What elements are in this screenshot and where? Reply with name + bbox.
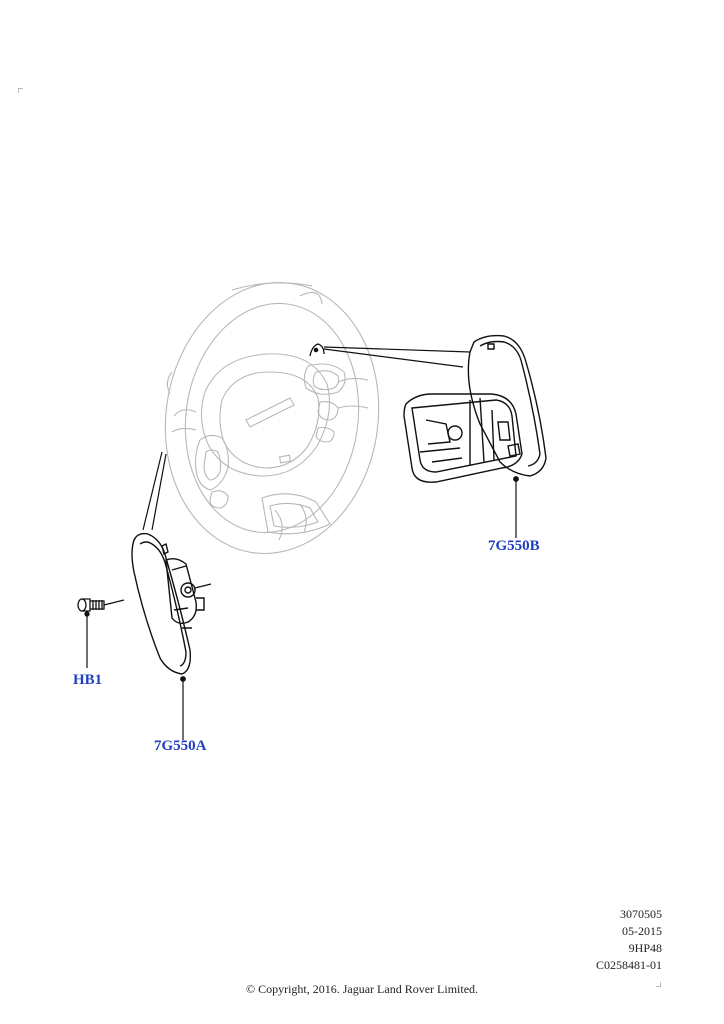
paddle-right [403,334,547,483]
callout-7g550a[interactable]: 7G550A [154,738,207,754]
metadata-line-3: 9HP48 [628,941,662,955]
steering-wheel [164,281,380,555]
paddle-left [131,532,212,682]
screw-hb1 [77,598,125,617]
metadata-line-2: 05-2015 [622,924,662,938]
callout-7g550b[interactable]: 7G550B [488,538,540,554]
mount-clip [309,343,325,357]
copyright-notice: © Copyright, 2016. Jaguar Land Rover Lim… [245,982,479,996]
metadata-line-4: C0258481-01 [596,958,662,972]
metadata-line-1: 3070505 [620,907,662,921]
leader-lines [86,346,517,740]
crop-mark-top-left [18,88,23,93]
callout-hb1[interactable]: HB1 [73,672,103,688]
diagram-metadata: 3070505 05-2015 9HP48 C0258481-01 [596,906,662,974]
